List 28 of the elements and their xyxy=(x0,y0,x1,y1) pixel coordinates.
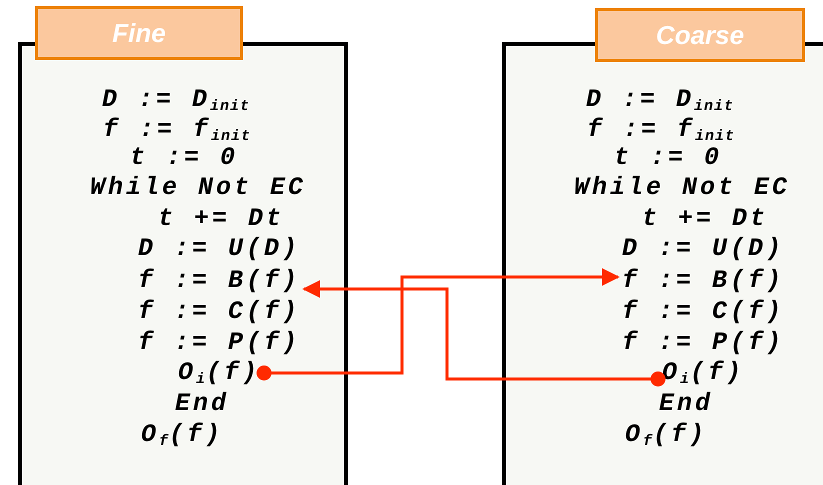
arrow xyxy=(302,280,666,386)
code-line: f := P(f) xyxy=(622,328,784,358)
code-line: While Not EC xyxy=(574,173,790,203)
code-line: f := C(f) xyxy=(138,297,300,327)
code-line: End xyxy=(175,389,230,419)
title-tab: Fine xyxy=(35,6,243,60)
code-line: f := f$_{init}$ xyxy=(103,115,252,145)
code-line: t := 0 xyxy=(130,143,238,173)
code-line: O$_{i}$(f) xyxy=(662,358,744,388)
code-line: End xyxy=(659,389,714,419)
code-line: While Not EC xyxy=(90,173,306,203)
code-line: O$_{i}$(f) xyxy=(178,358,260,388)
code-line: f := B(f) xyxy=(138,266,300,296)
code-line: O$_{f}$(f) xyxy=(141,420,224,450)
code-line: D := D$_{init}$ xyxy=(586,85,734,115)
code-line: t += Dt xyxy=(158,204,284,234)
code-line: O$_{f}$(f) xyxy=(625,420,708,450)
code-line: f := C(f) xyxy=(622,297,784,327)
code-line: D := D$_{init}$ xyxy=(102,85,250,115)
arrow xyxy=(256,268,620,380)
title-tab: Coarse xyxy=(595,8,805,62)
code-line: D := U(D) xyxy=(622,234,784,264)
code-line: f := B(f) xyxy=(622,266,784,296)
code-line: f := P(f) xyxy=(138,328,300,358)
code-line: t += Dt xyxy=(642,204,768,234)
code-line: D := U(D) xyxy=(138,234,300,264)
code-line: f := f$_{init}$ xyxy=(587,115,736,145)
code-line: t := 0 xyxy=(614,143,722,173)
